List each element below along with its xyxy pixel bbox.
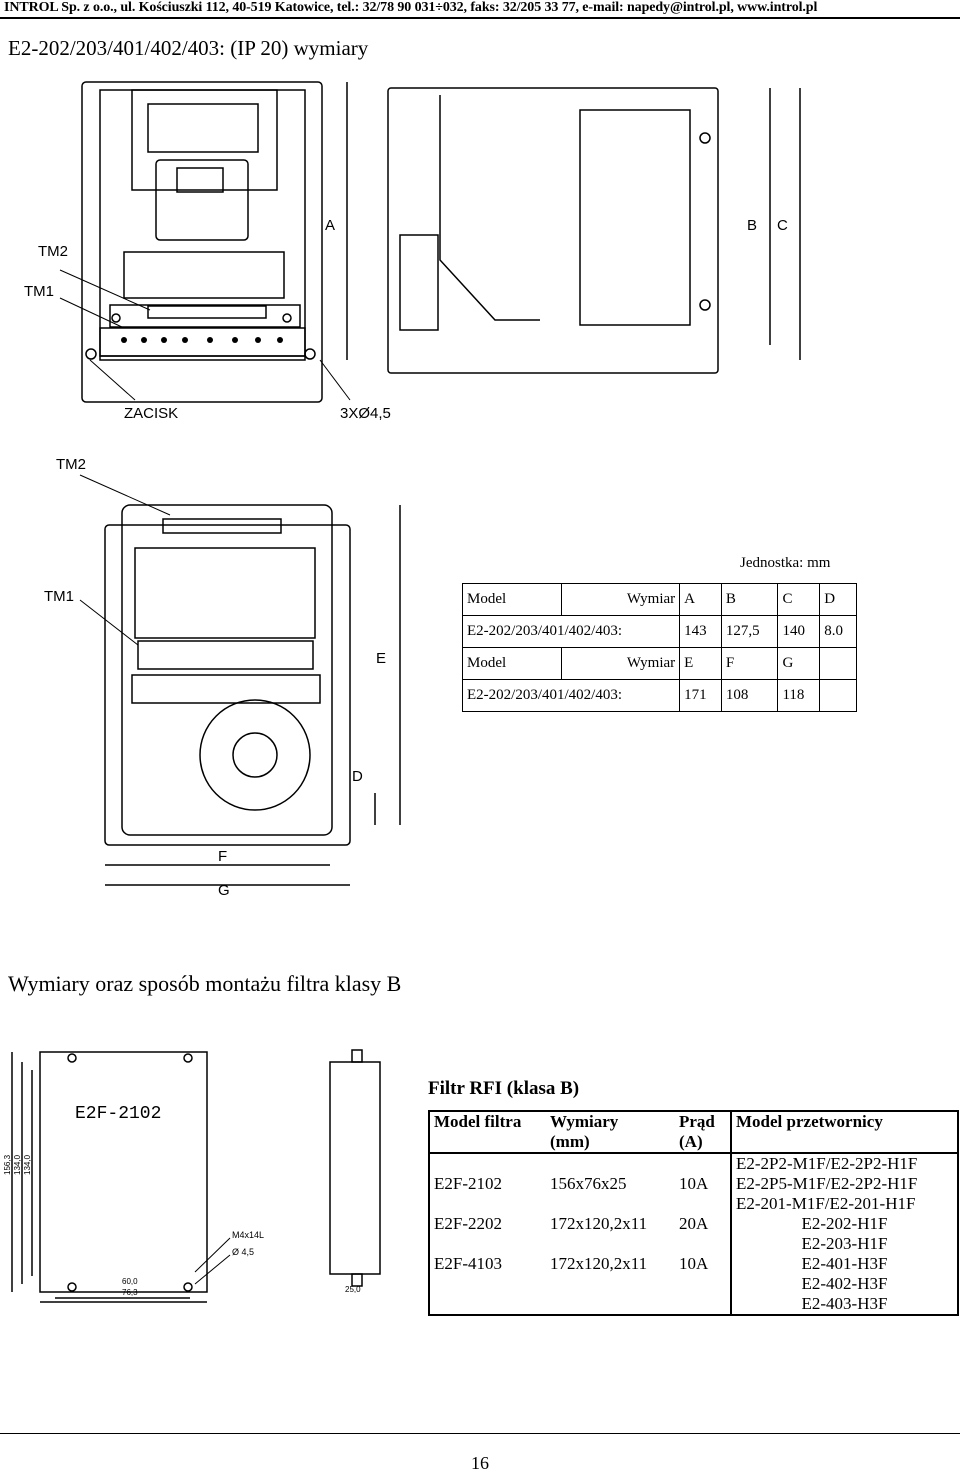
table-cell: F — [720, 647, 779, 680]
dim-label-b: B — [747, 217, 757, 234]
table-row: E2F-2102 156x76x25 10A E2-2P2-M1F/E2-2P2… — [428, 1153, 958, 1214]
page-number: 16 — [471, 1453, 489, 1473]
table-cell: E2F-2102 — [428, 1153, 546, 1214]
dim-label-f: F — [218, 848, 227, 865]
dim-label-e: E — [376, 650, 386, 667]
table-cell: 10A — [679, 1174, 709, 1193]
filter-table: Model filtra Wymiary(mm) Prąd(A) Model p… — [428, 1110, 959, 1316]
filter-screw-label: M4x14L — [232, 1230, 264, 1240]
table-header-row: Model filtra Wymiary(mm) Prąd(A) Model p… — [428, 1111, 958, 1154]
table-row: E2-202/203/401/402/403: 171 108 118 — [461, 679, 857, 712]
table-cell: G — [777, 647, 821, 680]
table-cell: 140 — [777, 615, 821, 648]
filter-thickness-label: 25,0 — [345, 1285, 361, 1294]
table-row: Model Wymiar E F G — [461, 647, 857, 680]
label-tm1: TM1 — [24, 283, 54, 300]
table-cell: E2F-2202 — [428, 1214, 546, 1254]
table-cell: 10A — [679, 1254, 709, 1273]
table-cell: 118 — [777, 679, 821, 712]
table-row: E2F-2202 172x120,2x11 20A E2-202-H1F E2-… — [428, 1214, 958, 1254]
header-divider — [0, 17, 960, 19]
table-cell: A — [679, 583, 722, 616]
col-header-converter: Model przetwornicy — [730, 1111, 958, 1154]
table-cell: 171 — [679, 679, 722, 712]
filter-table-title: Filtr RFI (klasa B) — [428, 1078, 580, 1099]
page-title: E2-202/203/401/402/403: (IP 20) wymiary — [8, 36, 369, 60]
inverter-dimension-drawing: TM2 TM1 E D F G — [44, 456, 401, 899]
footer-divider — [0, 1433, 960, 1434]
table-cell: B — [720, 583, 779, 616]
table-cell: E2-401-H3F E2-402-H3F E2-403-H3F — [730, 1254, 958, 1315]
table-cell: 156x76x25 — [550, 1174, 627, 1193]
table-cell: Model — [461, 647, 563, 680]
table-cell: 172x120,2x11 — [550, 1254, 648, 1273]
filter-hole-label: Ø 4,5 — [232, 1247, 254, 1257]
unit-label: Jednostka: mm — [740, 555, 831, 571]
filter-width-1: 60,0 — [122, 1277, 138, 1286]
table-cell: E2-2P2-M1F/E2-2P2-H1F E2-2P5-M1F/E2-2P2-… — [730, 1153, 958, 1214]
section-heading-filter: Wymiary oraz sposób montażu filtra klasy… — [8, 971, 402, 996]
table-cell: E2F-4103 — [428, 1254, 546, 1315]
company-header: INTROL Sp. z o.o., ul. Kościuszki 112, 4… — [4, 0, 818, 15]
col-header-dims: Wymiary(mm) — [546, 1111, 675, 1154]
filter-dim-1: 156,3 — [3, 1154, 12, 1175]
table-cell: E2-202/203/401/402/403: — [461, 679, 681, 712]
table-cell: Wymiar — [561, 647, 681, 680]
col-header-current: Prąd(A) — [675, 1111, 731, 1154]
label-tm1-2: TM1 — [44, 588, 74, 605]
filter-drawing: E2F-2102 156,3 134,0 134,0 60,0 76,3 M4x… — [3, 1049, 381, 1303]
filter-width-2: 76,3 — [122, 1288, 138, 1297]
table-cell — [819, 679, 857, 712]
table-cell: E — [679, 647, 722, 680]
dim-label-a: A — [325, 217, 335, 234]
table-cell: 108 — [720, 679, 779, 712]
inverter-front-side-drawing: A B C TM2 TM1 ZACISK 3XØ4,5 — [24, 81, 801, 422]
filter-model-label: E2F-2102 — [75, 1104, 161, 1124]
table-cell: 20A — [679, 1214, 709, 1233]
label-holes: 3XØ4,5 — [340, 405, 391, 422]
filter-dim-3: 134,0 — [23, 1154, 32, 1175]
label-zacisk: ZACISK — [124, 405, 178, 422]
table-cell: Model — [461, 583, 563, 616]
dim-label-c: C — [777, 217, 788, 234]
table-cell: E2-202/203/401/402/403: — [461, 615, 681, 648]
table-cell — [819, 647, 857, 680]
table-cell: 172x120,2x11 — [550, 1214, 648, 1233]
label-tm2: TM2 — [38, 243, 68, 260]
dimension-table: Model Wymiar A B C D E2-202/203/401/402/… — [461, 583, 857, 712]
dim-label-g: G — [218, 882, 230, 899]
table-cell: C — [777, 583, 821, 616]
table-cell: E2-202-H1F E2-203-H1F — [730, 1214, 958, 1254]
col-header-model: Model filtra — [428, 1111, 546, 1154]
dim-label-d: D — [352, 768, 363, 785]
table-cell: 8.0 — [819, 615, 857, 648]
table-row: E2F-4103 172x120,2x11 10A E2-401-H3F E2-… — [428, 1254, 958, 1315]
filter-dim-2: 134,0 — [13, 1154, 22, 1175]
table-row: Model Wymiar A B C D — [461, 583, 857, 616]
table-cell: 143 — [679, 615, 722, 648]
table-row: E2-202/203/401/402/403: 143 127,5 140 8.… — [461, 615, 857, 648]
label-tm2-2: TM2 — [56, 456, 86, 473]
table-cell: 127,5 — [720, 615, 779, 648]
table-cell: D — [819, 583, 857, 616]
table-cell: Wymiar — [561, 583, 681, 616]
